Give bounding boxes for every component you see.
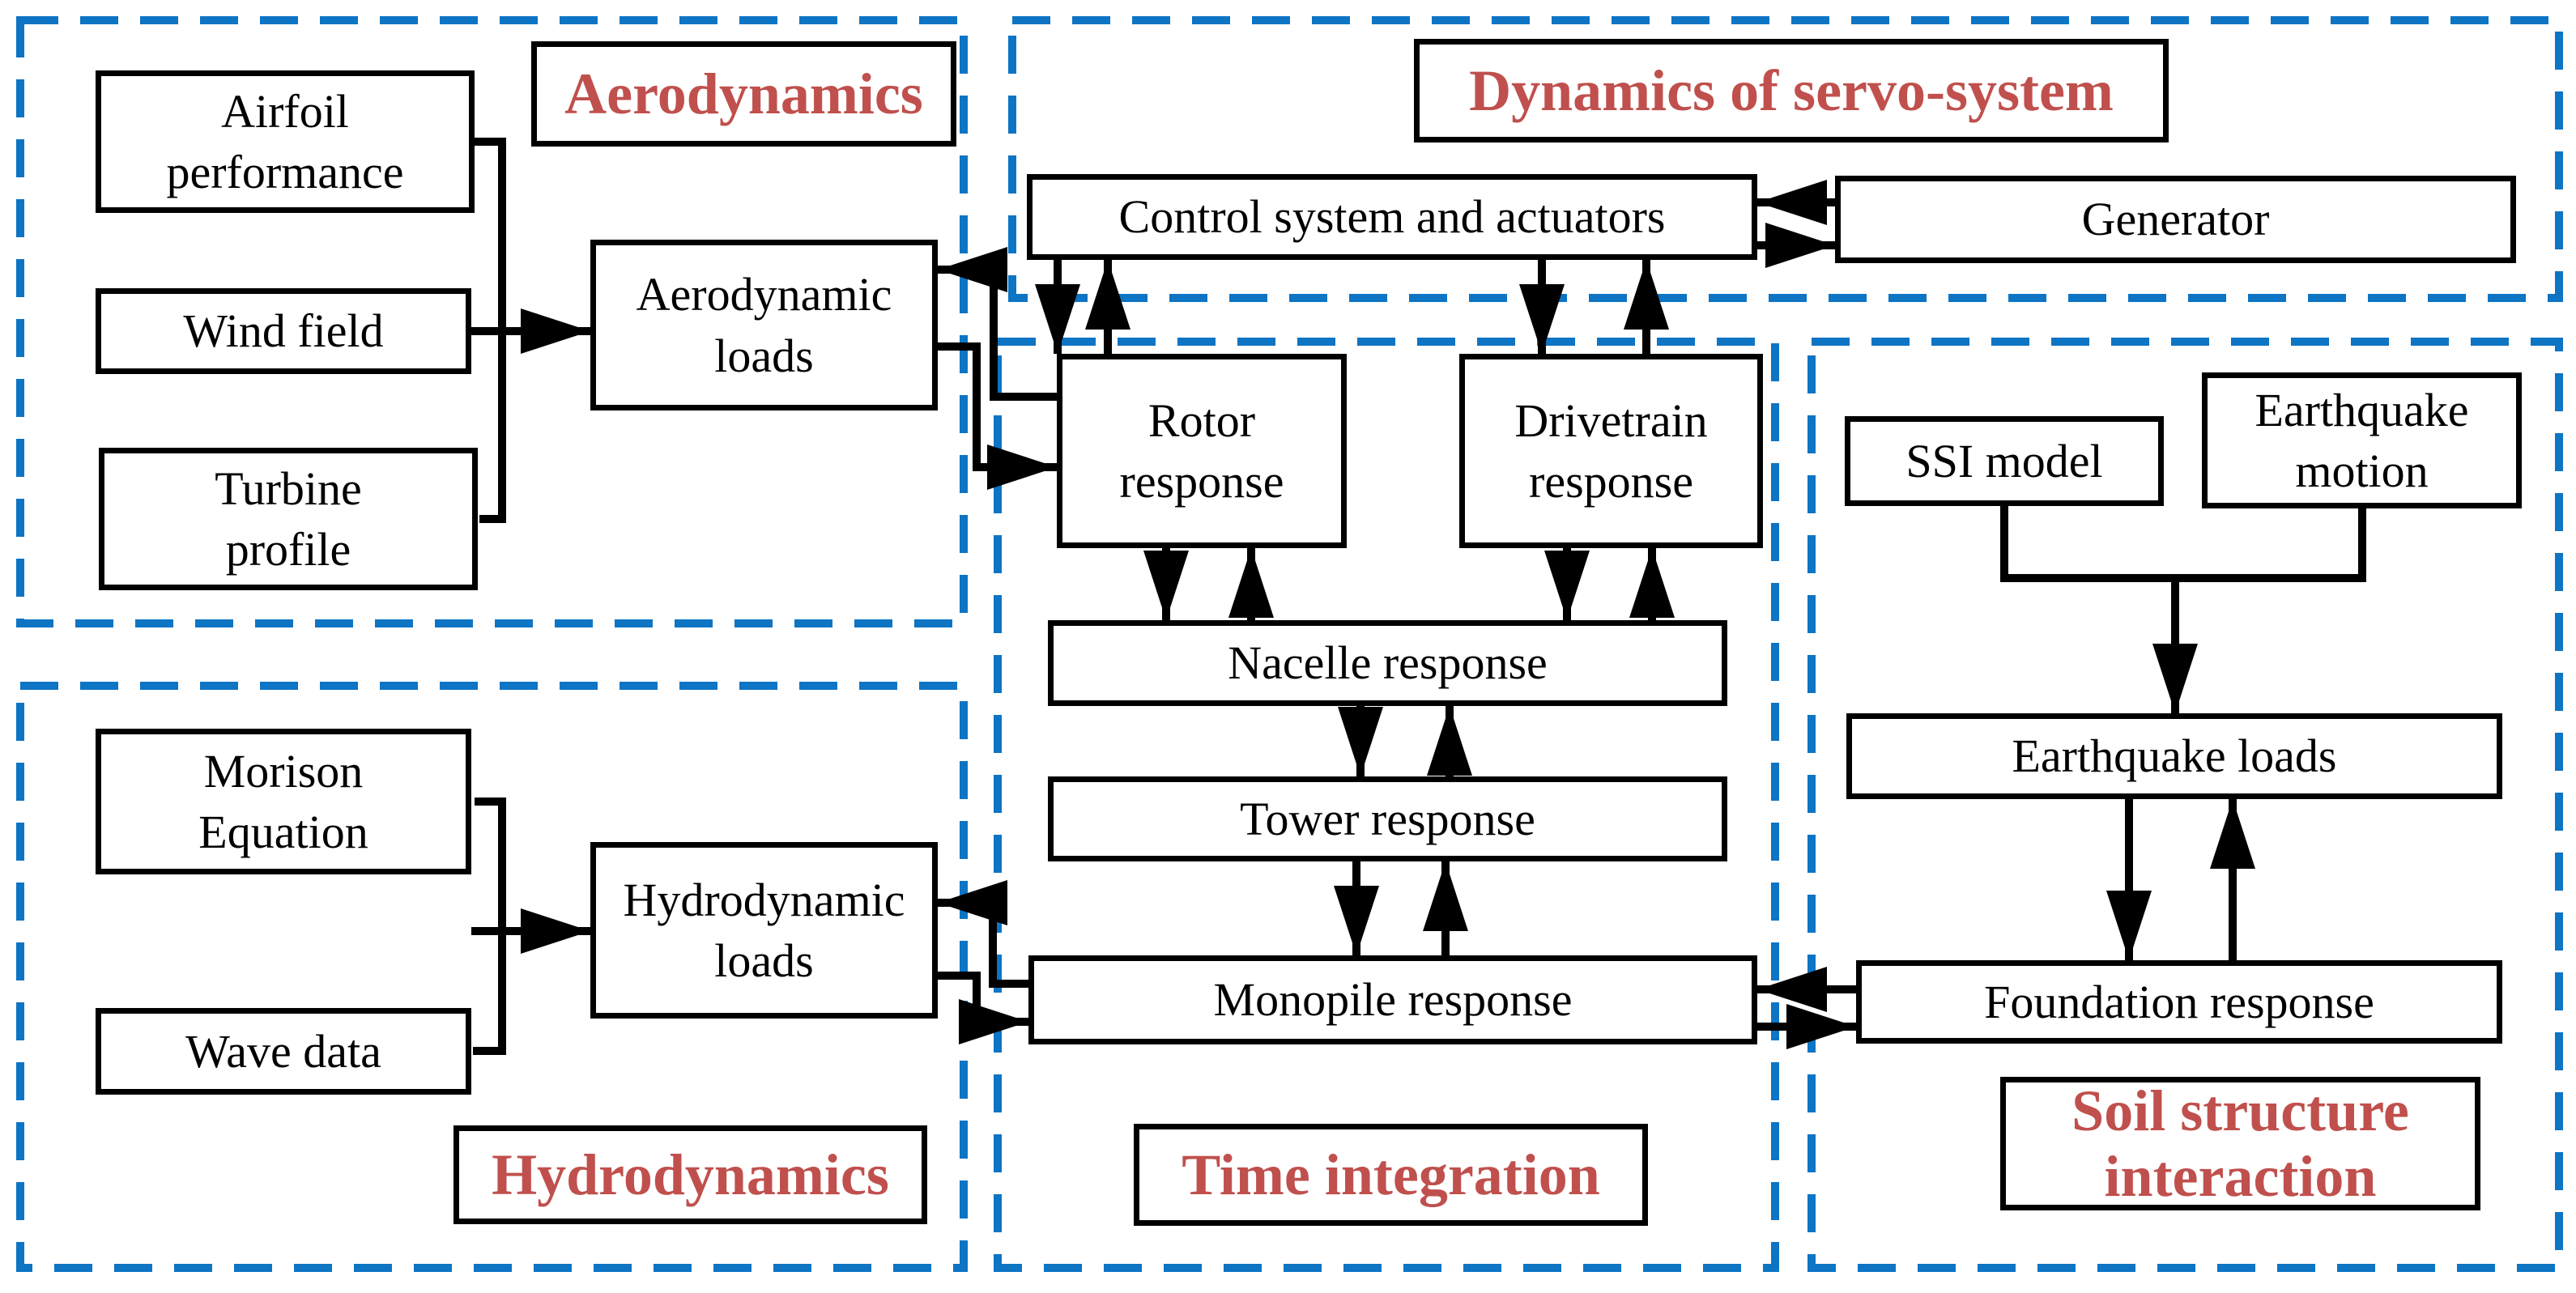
group-border-aerodynamics: [16, 16, 968, 627]
node-control-system-and-actuators: Control system and actuators: [1027, 174, 1757, 260]
node-generator: Generator: [1835, 176, 2516, 263]
group-label-hydrodynamics: Hydrodynamics: [453, 1125, 927, 1224]
node-monopile-response: Monopile response: [1028, 955, 1757, 1044]
node-hydrodynamic-loads: Hydrodynamic loads: [590, 842, 938, 1019]
node-aerodynamic-loads: Aerodynamic loads: [590, 240, 938, 410]
node-wind-field: Wind field: [96, 288, 471, 374]
group-label-time-integration: Time integration: [1134, 1124, 1648, 1226]
node-turbine-profile: Turbine profile: [99, 448, 478, 590]
edge-monopile-to-hydroloads: [938, 880, 1028, 988]
node-ssi-model: SSI model: [1845, 416, 2164, 506]
group-border-time-integration: [994, 338, 1779, 1272]
group-label-aerodynamics: Aerodynamics: [531, 41, 956, 147]
node-foundation-response: Foundation response: [1856, 960, 2502, 1044]
node-airfoil-performance: Airfoil performance: [96, 70, 475, 213]
edge-hydro-input-bus: [473, 797, 506, 1055]
group-border-servo-system: [1008, 16, 2563, 302]
node-morison-equation: Morison Equation: [96, 729, 471, 874]
edge-ssi-join-bus: [2000, 506, 2366, 582]
node-earthquake-loads: Earthquake loads: [1846, 713, 2502, 799]
edge-hydroloads-to-monopile: [938, 972, 1028, 1044]
edge-rotor-to-aeroloads: [938, 247, 1057, 401]
node-nacelle-response: Nacelle response: [1048, 620, 1727, 706]
node-wave-data: Wave data: [96, 1008, 471, 1095]
node-drivetrain-response: Drivetrain response: [1459, 354, 1763, 548]
node-earthquake-motion: Earthquake motion: [2202, 372, 2522, 508]
node-tower-response: Tower response: [1048, 776, 1727, 861]
edge-aeroloads-to-rotor: [938, 342, 1057, 490]
group-border-soil-structure-interaction: [1807, 338, 2563, 1272]
group-label-servo-system: Dynamics of servo-system: [1414, 39, 2169, 142]
node-rotor-response: Rotor response: [1057, 354, 1347, 548]
group-label-soil-structure-interaction: Soil structure interaction: [2000, 1077, 2480, 1210]
